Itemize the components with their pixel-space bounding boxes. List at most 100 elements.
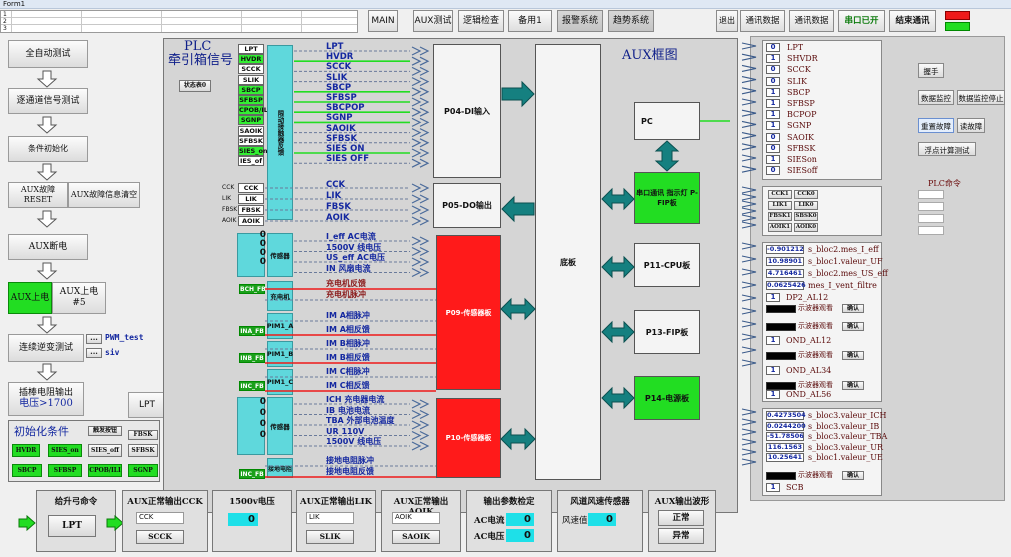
init-conditions-title: 初始化条件	[14, 425, 69, 438]
plc-command-field[interactable]	[918, 202, 944, 211]
voltage-threshold: 电压>1700	[19, 398, 73, 410]
data-monitor-stop-button[interactable]: 数据监控停止	[957, 90, 1005, 105]
fbsk-button[interactable]: FBSK	[128, 430, 158, 440]
scck-button[interactable]: SCCK	[136, 530, 184, 544]
comm-data-button-2[interactable]: 通讯数据	[789, 10, 834, 32]
plc-label[interactable]: SLIK	[238, 74, 264, 85]
float-calc-test-button[interactable]: 浮点计算测试	[918, 142, 976, 156]
confirm-button[interactable]: 确认	[842, 471, 864, 480]
digital-name: SFBSK	[787, 143, 816, 153]
oscilloscope-display	[766, 382, 796, 390]
contactor-pair-button[interactable]: LIK1	[768, 201, 792, 210]
init-sgnp-button[interactable]: SGNP	[128, 464, 158, 477]
aux-power-off-button[interactable]: AUX断电	[8, 234, 88, 260]
confirm-button[interactable]: 确认	[842, 351, 864, 360]
tab-backup1[interactable]: 备用1	[508, 10, 552, 32]
saoik-button[interactable]: SAOIK	[392, 530, 440, 544]
exit-button[interactable]: 退出	[716, 10, 738, 32]
plc-label[interactable]: CPOB/ILI	[238, 105, 271, 116]
init-hvdr-button[interactable]: HVDR	[12, 444, 40, 457]
plc-label[interactable]: SFBSP	[238, 95, 264, 105]
read-fault-button[interactable]: 读故障	[957, 118, 985, 133]
init-cpob-button[interactable]: CPOB/ILI	[88, 464, 122, 477]
end-comm-button[interactable]: 结束通讯	[889, 10, 936, 32]
mid-label-prefix: AOIK	[222, 217, 237, 224]
mid-label[interactable]: LIK	[238, 194, 264, 204]
condition-init-button[interactable]: 条件初始化	[8, 136, 88, 162]
signal-label: 充电机脉冲	[326, 290, 366, 299]
slik-button[interactable]: SLIK	[306, 530, 354, 544]
analog-value: -0.901212	[766, 245, 804, 254]
handshake-button[interactable]: 握手	[918, 63, 944, 78]
contactor-pair-button[interactable]: SBSK0	[794, 212, 818, 221]
aux-power-on-button[interactable]: AUX上电	[8, 282, 52, 314]
contactor-pair-button[interactable]: AOIK0	[794, 223, 818, 232]
digital-value: 1	[766, 155, 780, 164]
contactor-pair-button[interactable]: CCK1	[768, 190, 792, 199]
channel-test-button[interactable]: 逐通道信号测试	[8, 88, 88, 114]
plc-command-field[interactable]	[918, 190, 944, 199]
lpt-button[interactable]: LPT	[128, 392, 166, 418]
oscilloscope-display	[766, 352, 796, 360]
waveform-normal-button[interactable]: 正常	[658, 510, 704, 526]
tab-aux-test[interactable]: AUX测试	[413, 10, 453, 32]
tab-main[interactable]: MAIN	[368, 10, 398, 32]
inverter-test-button[interactable]: 连续逆变测试	[8, 334, 84, 362]
contactor-feedback-block: 限动接触器反馈	[267, 45, 293, 220]
mid-label[interactable]: AOIK	[238, 216, 264, 226]
lift-lpt-button[interactable]: LPT	[48, 515, 96, 537]
plc-label[interactable]: SIES_on	[238, 146, 268, 156]
plc-label[interactable]: LPT	[238, 44, 264, 54]
oscilloscope-label: 示波器观看	[798, 351, 833, 359]
ac-voltage-label: AC电压	[474, 532, 505, 542]
digital-value: 0	[766, 132, 780, 142]
contactor-pair-button[interactable]: FBSK1	[768, 212, 792, 221]
data-grid[interactable]: 1 2 3	[0, 10, 358, 33]
plc-label[interactable]: SAOIK	[238, 125, 264, 136]
plc-label[interactable]: HVDR	[238, 54, 264, 65]
pim1-c-block: PIM1_C	[267, 369, 293, 395]
analog-name: s_bloc1.valeur_UE	[808, 453, 883, 462]
digital-name: SAOIK	[787, 132, 814, 142]
serial-open-button[interactable]: 串口已开	[838, 10, 885, 32]
plc-label[interactable]: IES_of	[238, 156, 264, 167]
plc-label[interactable]: SGNP	[238, 115, 264, 126]
comm-data-button-1[interactable]: 通讯数据	[740, 10, 785, 32]
init-sfbsk-button[interactable]: SFBSK	[128, 444, 158, 457]
pwm-test-button[interactable]: ...	[86, 334, 102, 344]
aux-power-on-5-button[interactable]: AUX上电 #5	[52, 282, 106, 314]
mid-label[interactable]: FBSK	[238, 205, 264, 215]
aux-fault-reset-button[interactable]: AUX故障RESET	[8, 182, 68, 208]
tab-logic-check[interactable]: 逻辑检查	[458, 10, 504, 32]
trigger-button[interactable]: 触发按钮	[88, 426, 122, 436]
plc-command-field[interactable]	[918, 214, 944, 223]
plc-label[interactable]: SFBSK	[238, 135, 264, 146]
tab-alarm-system[interactable]: 报警系统	[557, 10, 603, 32]
auto-test-button[interactable]: 全自动测试	[8, 40, 88, 68]
plc-command-field[interactable]	[918, 226, 944, 235]
contactor-pair-button[interactable]: LIK0	[794, 201, 818, 210]
init-sies-on-button[interactable]: SIES_on	[48, 444, 82, 457]
status-indicator-green	[945, 22, 970, 31]
aux-fault-clear-button[interactable]: AUX故障信息清空	[68, 182, 140, 208]
contactor-pair-button[interactable]: CCK0	[794, 190, 818, 199]
state-table-button[interactable]: 状态表0	[179, 80, 211, 92]
init-sies-off-button[interactable]: SIES_off	[88, 444, 122, 457]
resistor-output-button[interactable]: 插棒电阻输出电压>1700	[8, 382, 84, 416]
analog-value: 116.1563	[766, 442, 804, 452]
plc-label[interactable]: SBCP	[238, 84, 264, 95]
siv-button[interactable]: ...	[86, 348, 102, 358]
init-sfbsp-button[interactable]: SFBSP	[48, 464, 82, 477]
reset-fault-button[interactable]: 重置故障	[918, 118, 954, 133]
plc-label[interactable]: SCCK	[238, 64, 264, 75]
tab-trend-system[interactable]: 趋势系统	[608, 10, 654, 32]
mid-label[interactable]: CCK	[238, 183, 264, 193]
contactor-pair-button[interactable]: AOIK1	[768, 223, 792, 232]
confirm-button[interactable]: 确认	[842, 381, 864, 390]
waveform-abnormal-button[interactable]: 异常	[658, 528, 704, 544]
init-sbcp-button[interactable]: SBCP	[12, 464, 42, 477]
confirm-button[interactable]: 确认	[842, 304, 864, 313]
sensor-block: 传感器	[267, 233, 293, 277]
confirm-button[interactable]: 确认	[842, 322, 864, 331]
data-monitor-button[interactable]: 数据监控	[918, 90, 954, 105]
